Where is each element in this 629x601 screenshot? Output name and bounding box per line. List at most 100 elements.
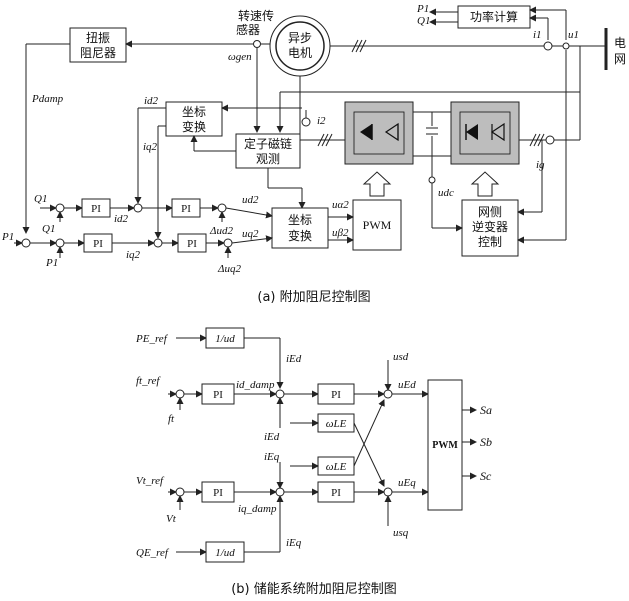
ueq-label: uEq xyxy=(398,477,416,489)
sa-label: Sa xyxy=(480,403,492,417)
inv-ud-bottom-label: 1/ud xyxy=(215,547,235,559)
id2-label: id2 xyxy=(144,95,159,107)
wl-cross-1 xyxy=(353,422,385,487)
coord-transform-1 xyxy=(165,101,223,137)
sum-ied xyxy=(275,389,285,399)
gsc-label-2: 逆变器 xyxy=(472,219,508,234)
uq-to-coord2 xyxy=(231,235,273,244)
pwm-block-a xyxy=(352,199,402,251)
damper-label-2: 阻尼器 xyxy=(80,46,116,60)
iq-damp-label: iq_damp xyxy=(238,503,277,515)
sum-uq2 xyxy=(223,238,233,248)
pi-ieq-label: PI xyxy=(331,487,341,499)
grid-side-converter xyxy=(450,101,520,165)
p1-fb-label: P1 xyxy=(45,257,58,269)
inv-ud-top-label: 1/ud xyxy=(215,333,235,345)
caption-b: (b) 储能系统附加阻尼控制图 xyxy=(231,582,397,597)
generator-inner xyxy=(275,21,325,71)
speed-sensor-label-2: 感器 xyxy=(236,22,260,37)
grid-label-1: 电 xyxy=(614,36,626,50)
sc-label: Sc xyxy=(480,469,492,483)
coord-transform-2 xyxy=(271,207,329,249)
ud2-label: ud2 xyxy=(242,194,259,206)
sum-ieq xyxy=(275,487,285,497)
udc-sensor xyxy=(428,176,436,184)
id2-ref-label: id2 xyxy=(114,213,129,225)
gsc-switch-icon xyxy=(459,111,511,155)
wl-top-label: ωLE xyxy=(326,418,347,430)
pi-vt-label: PI xyxy=(213,487,223,499)
coord2-label-1: 坐标 xyxy=(288,213,312,227)
ud-to-coord2 xyxy=(225,207,273,219)
sum-q1 xyxy=(55,203,65,213)
ctrl-to-gsc-arrow xyxy=(470,171,500,197)
sum-ued xyxy=(383,389,393,399)
wl-bottom-label: ωLE xyxy=(326,461,347,473)
grid-label-2: 网 xyxy=(614,52,626,66)
pwm-label-a: PWM xyxy=(363,218,392,232)
q1-ref-label: Q1 xyxy=(34,193,47,205)
vt-label: Vt xyxy=(166,513,177,525)
damper-label-1: 扭振 xyxy=(86,31,110,45)
sb-label: Sb xyxy=(480,435,492,449)
gsc-label-3: 控制 xyxy=(478,235,502,249)
power-calc-label: 功率计算 xyxy=(470,9,518,24)
flux-label-1: 定子磁链 xyxy=(244,136,292,151)
udc-label: udc xyxy=(438,187,454,199)
coord1-label-2: 变换 xyxy=(182,119,206,134)
rsc-switch-icon xyxy=(353,111,405,155)
ft-label: ft xyxy=(168,413,175,425)
dud2-label: Δud2 xyxy=(209,225,233,237)
coord2-label-2: 变换 xyxy=(288,228,312,243)
ig-label: ig xyxy=(536,159,545,171)
diagram-a: 功率计算 P1 Q1 i1 u1 电 网 异步 电机 转速传 感器 ωgen 扭… xyxy=(1,3,626,305)
sum-iq2 xyxy=(153,238,163,248)
qe-ref-label: QE_ref xyxy=(136,547,170,559)
q1-fb-label: Q1 xyxy=(42,223,55,235)
caption-a: (a) 附加阻尼控制图 xyxy=(257,290,370,305)
ued-label: uEd xyxy=(398,379,416,391)
sum-ft xyxy=(175,389,185,399)
coord1-label-1: 坐标 xyxy=(182,105,206,119)
speed-sensor-label-1: 转速传 xyxy=(238,8,274,23)
pi-q-outer-label: PI xyxy=(91,203,101,215)
ieq-label: iEq xyxy=(264,451,280,463)
gsc-label-1: 网侧 xyxy=(478,205,502,219)
three-phase-mark-1 xyxy=(351,39,367,53)
torsional-damper-block xyxy=(69,27,127,63)
pwm-to-rsc-arrow xyxy=(362,171,392,197)
pwm-block-b xyxy=(427,379,463,511)
iq2-label: iq2 xyxy=(143,141,158,153)
gsc-control-block xyxy=(461,199,519,257)
generator-label-1: 异步 xyxy=(288,31,312,45)
p1-label: P1 xyxy=(416,3,429,15)
generator-label-2: 电机 xyxy=(288,46,312,60)
pi-p-outer-label: PI xyxy=(93,238,103,250)
pi-ft-label: PI xyxy=(213,389,223,401)
pwm-label-b: PWM xyxy=(432,440,458,451)
pi-q-inner-label: PI xyxy=(187,238,197,250)
q1-label: Q1 xyxy=(417,15,430,27)
sum-ud2 xyxy=(217,203,227,213)
usq-label: usq xyxy=(393,527,409,539)
three-phase-mark-3 xyxy=(529,133,545,147)
stator-flux-observer xyxy=(235,133,301,169)
ft-ref-label: ft_ref xyxy=(136,375,161,387)
sum-p1 xyxy=(55,238,65,248)
iq2-ref-label: iq2 xyxy=(126,249,141,261)
pe-ref-label: PE_ref xyxy=(135,333,169,345)
sum-id2 xyxy=(133,203,143,213)
i2-ct xyxy=(301,117,311,127)
sum-pdamp xyxy=(21,238,31,248)
sum-vt xyxy=(175,487,185,497)
uq2-label: uq2 xyxy=(242,228,259,240)
usd-label: usd xyxy=(393,351,409,363)
duq2-label: Δuq2 xyxy=(217,263,241,275)
ualpha-label: uα2 xyxy=(332,199,349,211)
vt-ref-label: Vt_ref xyxy=(136,475,165,487)
rotor-side-converter xyxy=(344,101,414,165)
flux-label-2: 观测 xyxy=(256,152,280,166)
u1-pt xyxy=(562,42,570,50)
